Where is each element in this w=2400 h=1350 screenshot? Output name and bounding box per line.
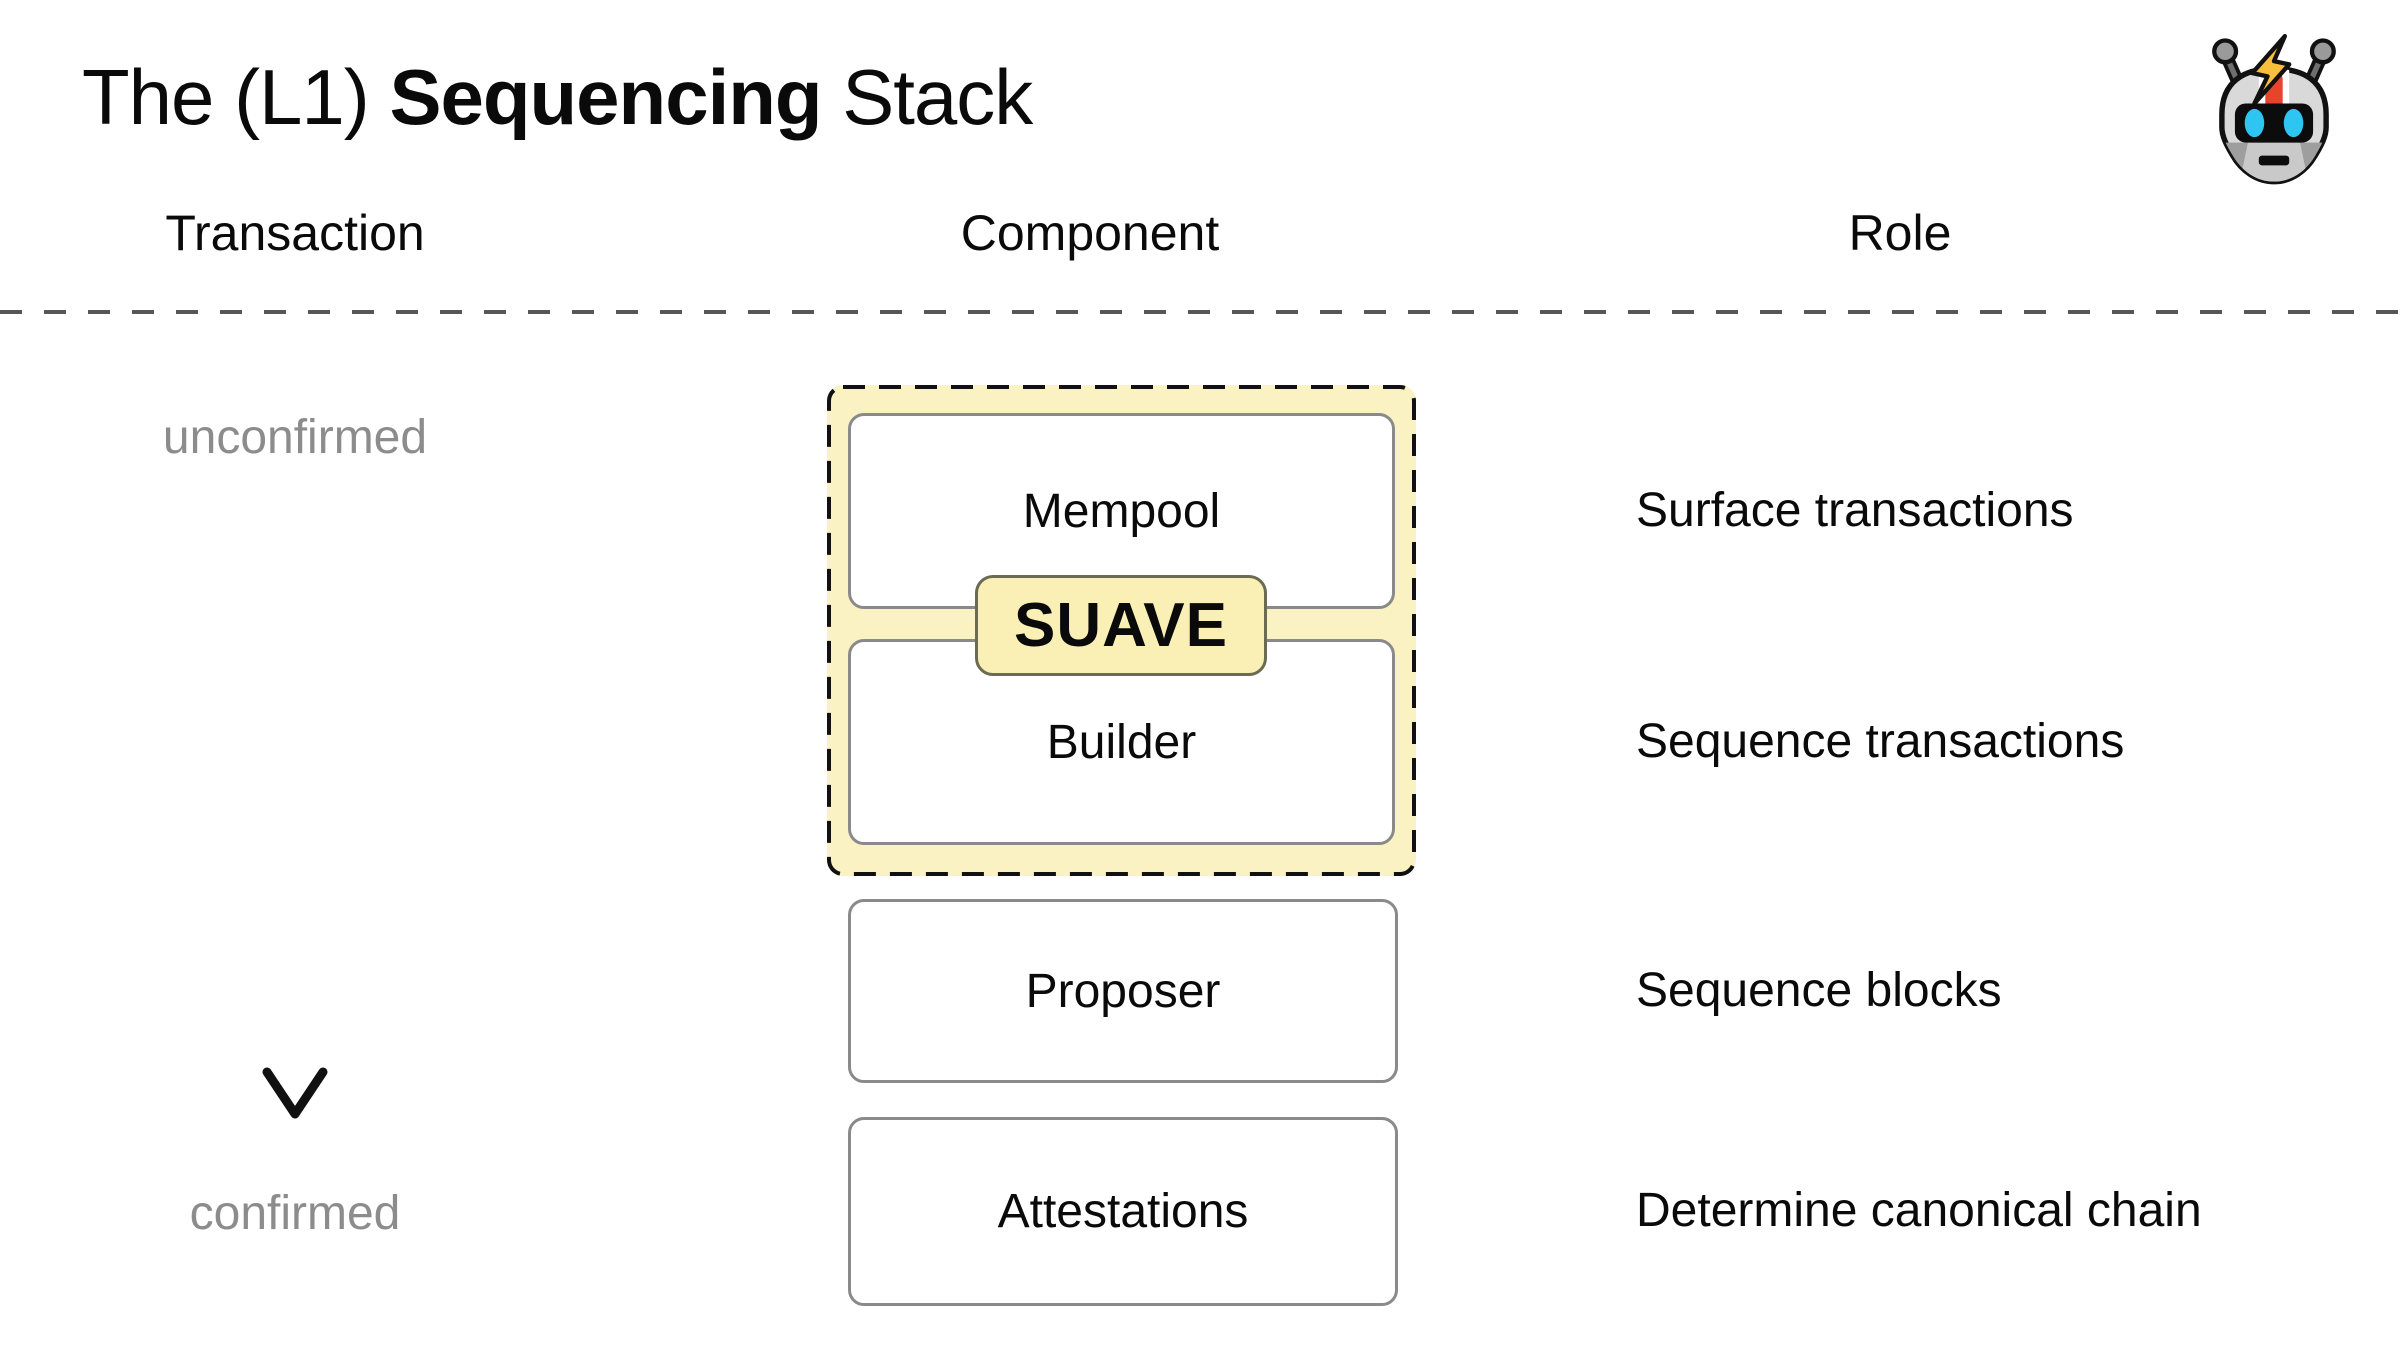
header-separator (0, 310, 2400, 314)
component-box-attestations: Attestations (848, 1117, 1398, 1306)
title-emphasis: Sequencing (389, 53, 822, 141)
suave-container: Mempool Builder SUAVE (827, 385, 1416, 876)
component-box-proposer: Proposer (848, 899, 1398, 1083)
role-surface-transactions: Surface transactions (1636, 484, 2074, 537)
suave-container-border (827, 385, 1416, 876)
page-title: The (L1) Sequencing Stack (82, 52, 1033, 143)
suave-badge: SUAVE (975, 575, 1267, 676)
component-box-label: Proposer (1025, 964, 1221, 1018)
column-header-role: Role (1848, 205, 1952, 261)
column-header-component: Component (960, 205, 1220, 261)
component-box-label: Mempool (1022, 484, 1221, 538)
flow-label-unconfirmed: unconfirmed (162, 411, 428, 464)
column-header-transaction: Transaction (165, 205, 425, 261)
title-prefix: The (L1) (82, 53, 390, 141)
component-box-label: Attestations (997, 1185, 1249, 1238)
title-suffix: Stack (821, 53, 1033, 141)
robot-lightning-icon (2212, 34, 2336, 185)
suave-badge-label: SUAVE (1013, 591, 1228, 660)
role-sequence-transactions: Sequence transactions (1636, 715, 2125, 768)
component-box-label: Builder (1046, 715, 1197, 769)
role-sequence-blocks: Sequence blocks (1636, 964, 2002, 1017)
flow-label-confirmed: confirmed (189, 1187, 401, 1240)
flow-arrow-icon (262, 476, 328, 1119)
role-determine-canonical-chain: Determine canonical chain (1636, 1184, 2202, 1237)
